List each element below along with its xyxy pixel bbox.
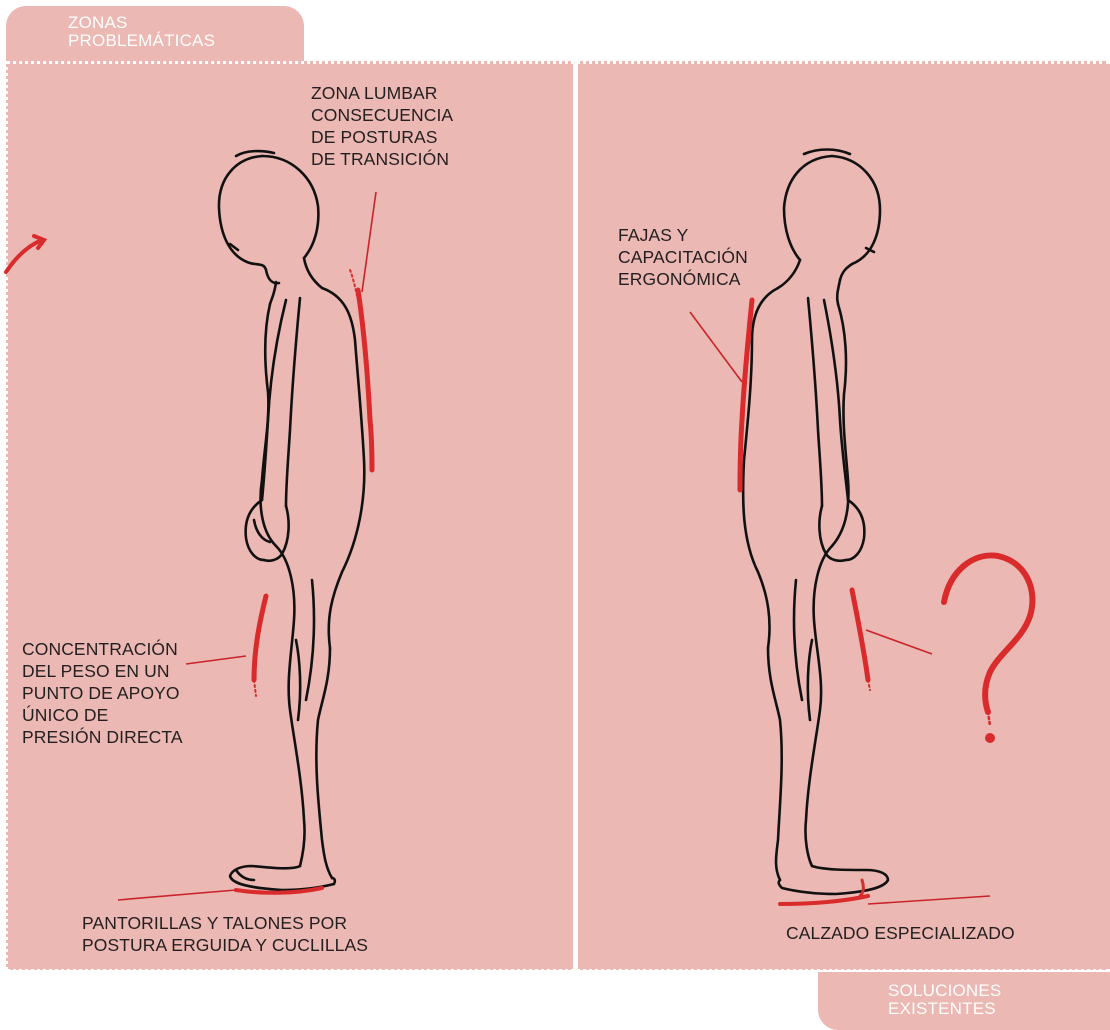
left-human-figure <box>219 151 364 890</box>
left-red-strokes <box>236 270 372 893</box>
label-fajas-capacitacion: FAJAS Y CAPACITACIÓN ERGONÓMICA <box>618 224 748 290</box>
label-pantorillas-talones: PANTORILLAS Y TALONES POR POSTURA ERGUID… <box>82 912 368 956</box>
right-human-figure <box>743 150 888 895</box>
right-red-strokes <box>740 300 870 904</box>
label-calzado-especializado: CALZADO ESPECIALIZADO <box>786 922 1015 944</box>
label-concentracion-peso: CONCENTRACIÓN DEL PESO EN UN PUNTO DE AP… <box>22 638 183 748</box>
question-mark-icon <box>944 555 1032 743</box>
red-arrow-icon <box>6 236 44 272</box>
label-zona-lumbar: ZONA LUMBAR CONSECUENCIA DE POSTURAS DE … <box>311 82 453 170</box>
